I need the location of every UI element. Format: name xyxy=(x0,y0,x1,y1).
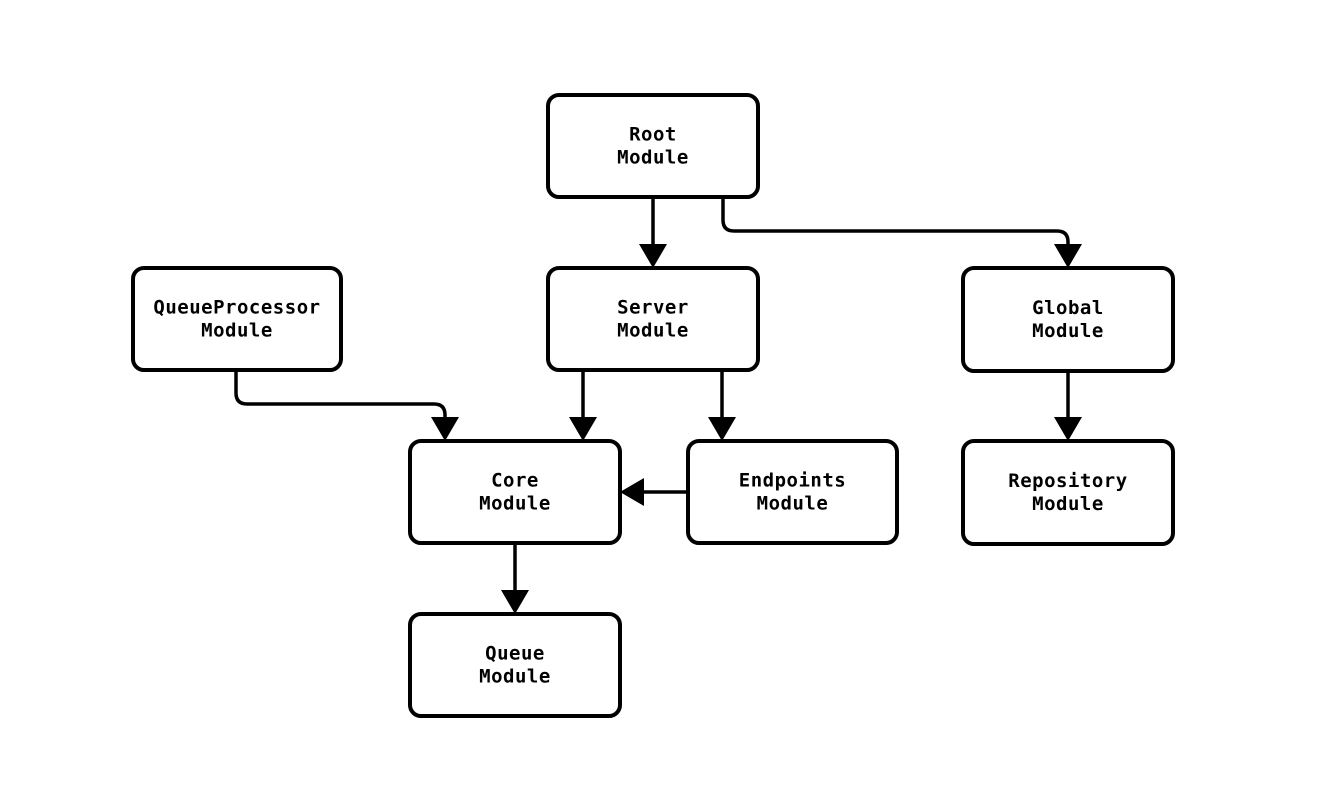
node-label-line2-queueprocessor: Module xyxy=(201,320,273,342)
node-box-global[interactable] xyxy=(961,266,1175,373)
node-box-queueprocessor[interactable] xyxy=(131,266,343,372)
node-label-line2-queue: Module xyxy=(479,666,551,688)
node-label-line2-repository: Module xyxy=(1032,493,1104,515)
node-label-line1-queue: Queue xyxy=(485,643,545,665)
node-label-line2-global: Module xyxy=(1032,320,1104,342)
node-label-line1-repository: Repository xyxy=(1008,470,1127,492)
node-label-line1-endpoints: Endpoints xyxy=(739,470,846,492)
node-label-line1-global: Global xyxy=(1032,297,1104,319)
edges-layer xyxy=(234,197,1082,614)
arrowhead-icon xyxy=(708,417,736,441)
node-label-line2-core: Module xyxy=(479,493,551,515)
arrowhead-icon xyxy=(431,417,459,441)
arrowhead-icon xyxy=(501,590,529,614)
node-label-line2-root: Module xyxy=(617,147,689,169)
node-box-repository[interactable] xyxy=(961,439,1175,546)
node-box-root[interactable] xyxy=(546,93,760,199)
arrowhead-icon xyxy=(569,417,597,441)
edge-endpoints-to-core xyxy=(620,478,688,506)
node-box-core[interactable] xyxy=(408,439,622,545)
edge-server-to-core xyxy=(569,370,597,441)
edge-root-to-server xyxy=(639,197,667,268)
node-label-line1-core: Core xyxy=(491,470,539,492)
node-label-line2-endpoints: Module xyxy=(757,493,829,515)
arrowhead-icon xyxy=(620,478,644,506)
edge-line-queueprocessor-to-core xyxy=(234,370,447,429)
node-box-server[interactable] xyxy=(546,266,760,372)
nodes-layer: RootModuleQueueProcessorModuleServerModu… xyxy=(131,93,1175,718)
edge-line-root-to-global xyxy=(721,197,1070,256)
edge-core-to-queue xyxy=(501,543,529,614)
arrowhead-icon xyxy=(639,244,667,268)
node-label-line1-server: Server xyxy=(617,297,689,319)
arrowhead-icon xyxy=(1054,417,1082,441)
edge-global-to-repository xyxy=(1054,371,1082,441)
node-label-line1-root: Root xyxy=(629,124,677,146)
node-box-endpoints[interactable] xyxy=(686,439,899,545)
edge-root-to-global xyxy=(721,197,1082,268)
node-box-queue[interactable] xyxy=(408,612,622,718)
node-label-line1-queueprocessor: QueueProcessor xyxy=(153,297,320,319)
node-label-line2-server: Module xyxy=(617,320,689,342)
arrowhead-icon xyxy=(1054,244,1082,268)
edge-server-to-endpoints xyxy=(708,370,736,441)
edge-queueprocessor-to-core xyxy=(234,370,459,441)
